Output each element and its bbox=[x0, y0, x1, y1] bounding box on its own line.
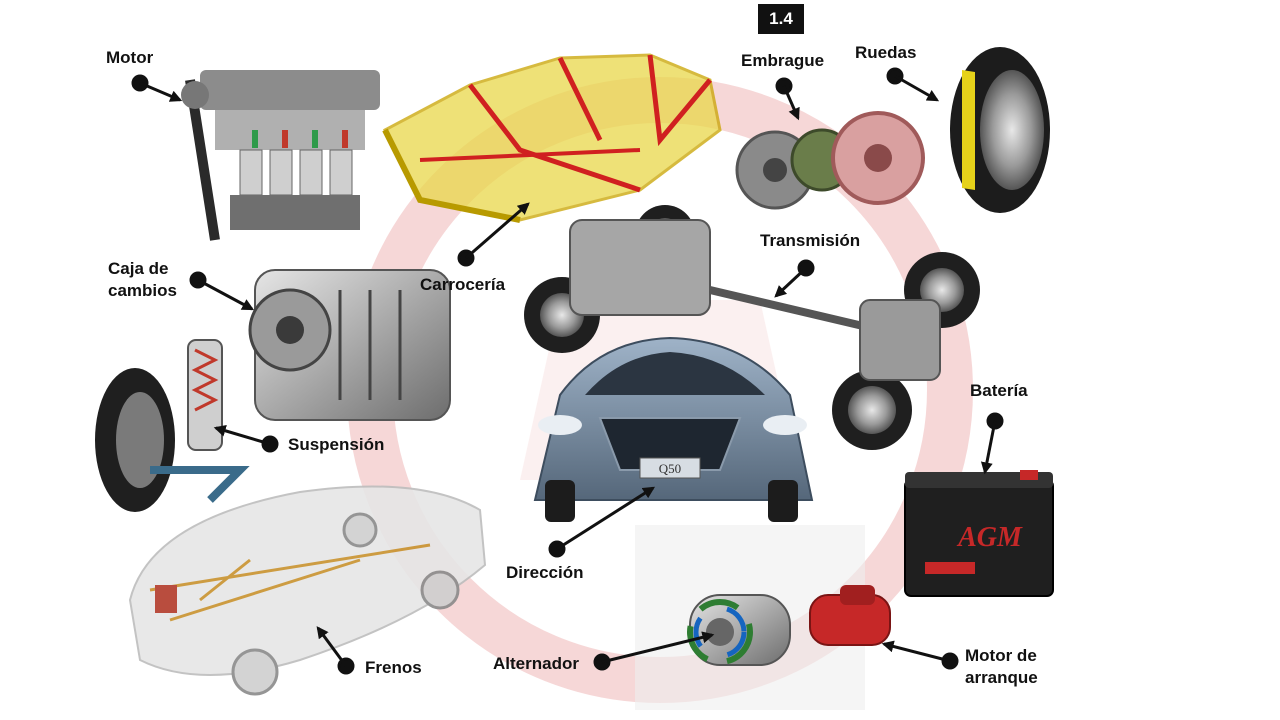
leader-direccion bbox=[548, 486, 656, 558]
drivetrain-illustration bbox=[524, 205, 980, 450]
gearbox-illustration bbox=[248, 269, 451, 421]
leader-motor-arranque bbox=[881, 640, 959, 670]
leader-embrague bbox=[775, 77, 800, 121]
brake-system-illustration bbox=[128, 485, 487, 696]
leader-frenos bbox=[316, 626, 355, 675]
label-bateria: Batería bbox=[970, 381, 1028, 400]
engine-illustration bbox=[181, 70, 380, 241]
leader-carroceria bbox=[457, 202, 530, 267]
leader-ruedas bbox=[886, 67, 940, 102]
body-frame-illustration bbox=[382, 53, 722, 223]
label-embrague: Embrague bbox=[741, 51, 825, 70]
car-front-illustration bbox=[533, 336, 814, 522]
clutch-illustration bbox=[735, 111, 925, 210]
label-motor: Motor bbox=[106, 48, 154, 67]
label-direccion: Dirección bbox=[506, 563, 584, 582]
battery-illustration bbox=[904, 470, 1054, 597]
label-alternador: Alternador bbox=[493, 654, 579, 673]
leader-lines bbox=[131, 67, 1004, 675]
label-suspension: Suspensión bbox=[288, 435, 385, 454]
label-caja-line2: cambios bbox=[108, 281, 177, 300]
label-ruedas: Ruedas bbox=[855, 43, 917, 62]
leader-transmision bbox=[774, 259, 815, 298]
suspension-illustration bbox=[95, 339, 250, 512]
label-motor-de-arranque: Motor de arranque bbox=[965, 645, 1038, 689]
leader-motor bbox=[131, 74, 183, 102]
leader-suspension bbox=[213, 424, 279, 453]
label-transmision: Transmisión bbox=[760, 231, 861, 250]
label-frenos: Frenos bbox=[365, 658, 422, 677]
leader-bateria bbox=[980, 412, 1004, 475]
label-carroceria: Carrocería bbox=[420, 275, 506, 294]
starter-motor-illustration bbox=[809, 585, 891, 646]
car-model-badge: Q50 bbox=[659, 461, 681, 476]
battery-brand-text: AGM bbox=[956, 522, 1023, 553]
tire-illustration bbox=[950, 47, 1050, 213]
label-motor-arranque-line2: arranque bbox=[965, 668, 1038, 687]
leader-alternador bbox=[593, 631, 715, 671]
figure-number-badge: 1.4 bbox=[758, 4, 804, 34]
leader-caja bbox=[189, 271, 255, 311]
label-caja-de-cambios: Caja de cambios bbox=[108, 258, 177, 302]
label-caja-line1: Caja de bbox=[108, 259, 169, 278]
label-motor-arranque-line1: Motor de bbox=[965, 646, 1037, 665]
